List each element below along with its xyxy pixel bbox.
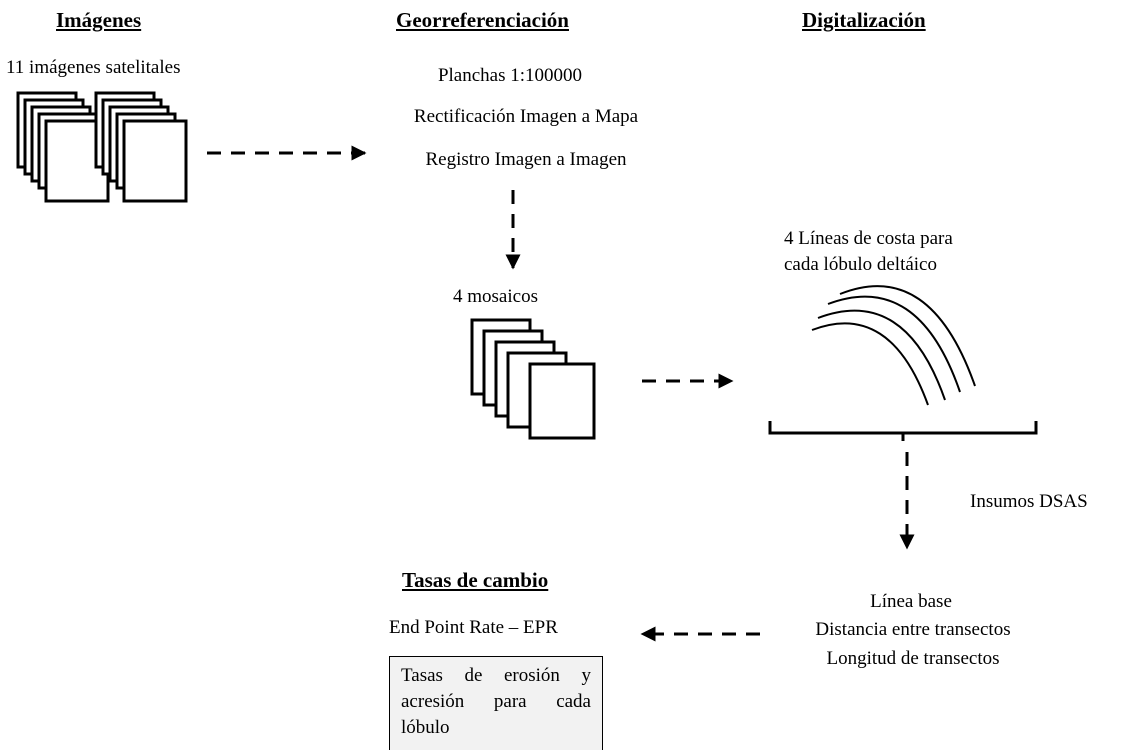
heading-tasas-de-cambio: Tasas de cambio xyxy=(402,568,549,592)
georef-step-1: Planchas 1:100000 xyxy=(437,65,583,86)
mosaics-icon xyxy=(470,318,596,440)
shoreline-arcs-icon xyxy=(811,285,976,406)
georef-step-3: Registro Imagen a Imagen xyxy=(425,149,627,170)
result-box-text: Tasas de erosión y acresión para cada ló… xyxy=(401,665,591,738)
dsas-inputs-label: Insumos DSAS xyxy=(970,491,1088,512)
coast-lines-label-line-1: 4 Líneas de costa para xyxy=(784,228,953,249)
heading-imagenes: Imágenes xyxy=(56,8,142,32)
satellite-images-icon xyxy=(16,91,188,203)
mosaics-label: 4 mosaicos xyxy=(453,286,538,307)
result-box: Tasas de erosión y acresión para cada ló… xyxy=(389,656,603,750)
heading-digitalizacion: Digitalización xyxy=(802,8,926,32)
dsas-parameter-transect-length: Longitud de transectos xyxy=(826,648,1000,669)
satellite-images-count-label: 11 imágenes satelitales xyxy=(6,57,181,78)
grouping-brace xyxy=(768,421,1038,441)
epr-method-label: End Point Rate – EPR xyxy=(389,617,558,638)
georef-step-2: Rectificación Imagen a Mapa xyxy=(413,106,639,127)
dsas-parameter-transect-spacing: Distancia entre transectos xyxy=(815,619,1011,640)
coast-lines-label-line-2: cada lóbulo deltáico xyxy=(784,254,937,275)
heading-georreferenciacion: Georreferenciación xyxy=(396,8,569,32)
dsas-parameter-baseline: Línea base xyxy=(870,591,952,612)
